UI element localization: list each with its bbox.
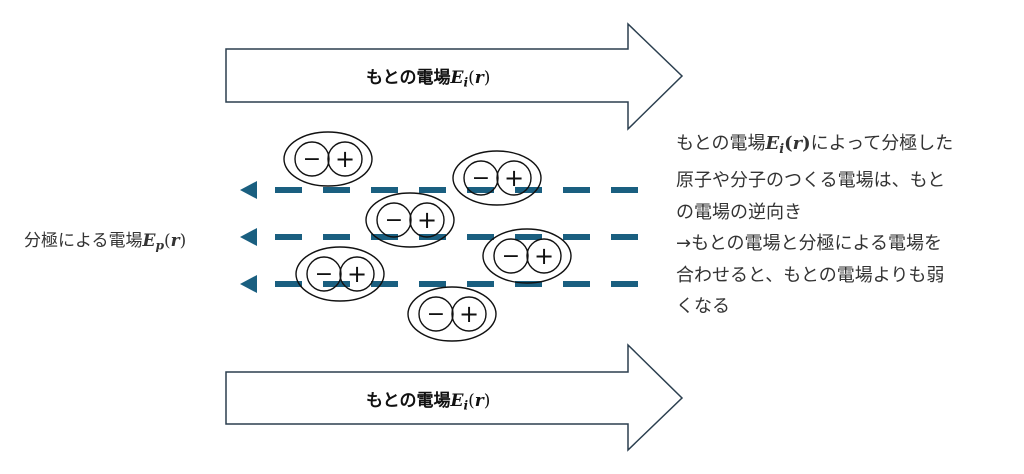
line1-post: によって分極した xyxy=(810,133,954,154)
explanation-line-1: もとの電場Ei(r)によって分極した xyxy=(676,133,954,157)
explanation-line-3: の電場の逆向き xyxy=(676,201,802,223)
field-line-dash xyxy=(611,187,638,193)
dipole-1: −+ xyxy=(283,131,373,187)
top-arrow-text: もとの電場 xyxy=(366,68,451,88)
field-line-dash xyxy=(323,281,350,287)
dipole-outline xyxy=(452,150,542,206)
field-line-dash xyxy=(563,234,590,240)
explanation-line-5: 合わせると、もとの電場よりも弱 xyxy=(676,264,945,286)
field-line-dash xyxy=(275,234,302,240)
positive-charge-circle xyxy=(327,141,363,177)
explanation-line-6: くなる xyxy=(676,296,730,318)
field-line-dash xyxy=(323,234,350,240)
top-arrow-arg: r xyxy=(474,68,484,88)
minus-sign-icon: − xyxy=(502,244,520,269)
negative-charge-circle xyxy=(463,160,499,196)
dipole-4: −+ xyxy=(482,228,572,284)
minus-sign-icon: − xyxy=(385,208,403,233)
negative-charge-circle xyxy=(493,238,529,274)
field-line-dash xyxy=(563,281,590,287)
minus-sign-icon: − xyxy=(303,147,321,172)
dipole-outline xyxy=(295,246,385,302)
polarization-subscript: p xyxy=(155,238,165,253)
explanation-text: もとの電場Ei(r)によって分極した 原子や分子のつくる電場は、もと の電場の逆… xyxy=(676,128,1016,323)
top-arrow-symbol: E xyxy=(450,68,464,88)
field-line-dash xyxy=(371,281,398,287)
negative-charge-circle xyxy=(306,256,342,292)
dipole-3: −+ xyxy=(365,192,455,248)
field-line-dash xyxy=(371,234,398,240)
field-line-dash xyxy=(371,187,398,193)
plus-sign-icon: + xyxy=(335,145,355,173)
minus-sign-icon: − xyxy=(315,262,333,287)
field-line-dash xyxy=(563,187,590,193)
field-line-arrowhead-icon xyxy=(240,181,257,199)
plus-sign-icon: + xyxy=(504,164,524,192)
bottom-arrow-symbol: E xyxy=(450,391,464,411)
plus-sign-icon: + xyxy=(347,260,367,288)
field-line-dash xyxy=(323,187,350,193)
dipole-outline xyxy=(283,131,373,187)
dipoles: −+−+−+−+−+−+ xyxy=(283,131,572,342)
field-line-dash xyxy=(467,281,494,287)
dipole-6: −+ xyxy=(407,286,497,342)
field-line-dash xyxy=(611,281,638,287)
bottom-arrow-subscript: i xyxy=(463,398,469,413)
negative-charge-circle xyxy=(376,202,412,238)
field-line-dash xyxy=(275,281,302,287)
line1-arg: r xyxy=(792,133,803,154)
field-line-arrowhead-icon xyxy=(240,275,257,293)
positive-charge-circle xyxy=(526,238,562,274)
field-line-dash xyxy=(467,234,494,240)
field-line-dash xyxy=(275,187,302,193)
plus-sign-icon: + xyxy=(459,300,479,328)
polarization-field-lines xyxy=(240,181,638,293)
positive-charge-circle xyxy=(339,256,375,292)
dipole-outline xyxy=(482,228,572,284)
polarization-label-text: 分極による電場 xyxy=(24,231,143,251)
field-line-1 xyxy=(240,181,638,199)
explanation-line-4: →もとの電場と分極による電場を xyxy=(676,233,943,255)
field-line-dash xyxy=(419,187,446,193)
negative-charge-circle xyxy=(418,296,454,332)
top-arrow-label: もとの電場Ei(r) xyxy=(366,68,491,90)
bottom-arrow-text: もとの電場 xyxy=(366,391,451,411)
field-line-arrowhead-icon xyxy=(240,228,257,246)
polarization-arg: r xyxy=(170,231,180,251)
negative-charge-circle xyxy=(294,141,330,177)
positive-charge-circle xyxy=(496,160,532,196)
field-line-dash xyxy=(515,281,542,287)
field-line-dash xyxy=(419,234,446,240)
field-line-dash xyxy=(515,187,542,193)
line1-sub: i xyxy=(779,141,785,157)
explanation-line-2: 原子や分子のつくる電場は、もと xyxy=(676,170,946,192)
original-field-arrow-top xyxy=(225,22,684,131)
field-line-dash xyxy=(515,234,542,240)
bottom-arrow-arg: r xyxy=(474,391,484,411)
line1-pre: もとの電場 xyxy=(676,133,766,154)
plus-sign-icon: + xyxy=(417,206,437,234)
line1-symbol: E xyxy=(765,133,780,154)
plus-sign-icon: + xyxy=(534,242,554,270)
top-arrow-subscript: i xyxy=(463,75,469,90)
dipole-outline xyxy=(365,192,455,248)
field-line-2 xyxy=(240,228,638,246)
bottom-arrow-label: もとの電場Ei(r) xyxy=(366,391,491,413)
dipole-2: −+ xyxy=(452,150,542,206)
minus-sign-icon: − xyxy=(427,302,445,327)
polarization-symbol: E xyxy=(142,231,156,251)
positive-charge-circle xyxy=(409,202,445,238)
field-line-3 xyxy=(240,275,638,293)
polarization-field-label: 分極による電場Ep(r) xyxy=(24,231,187,253)
dipole-5: −+ xyxy=(295,246,385,302)
dipole-outline xyxy=(407,286,497,342)
field-line-dash xyxy=(419,281,446,287)
field-line-dash xyxy=(611,234,638,240)
positive-charge-circle xyxy=(451,296,487,332)
original-field-arrow-bottom xyxy=(225,343,684,452)
field-line-dash xyxy=(467,187,494,193)
minus-sign-icon: − xyxy=(472,166,490,191)
